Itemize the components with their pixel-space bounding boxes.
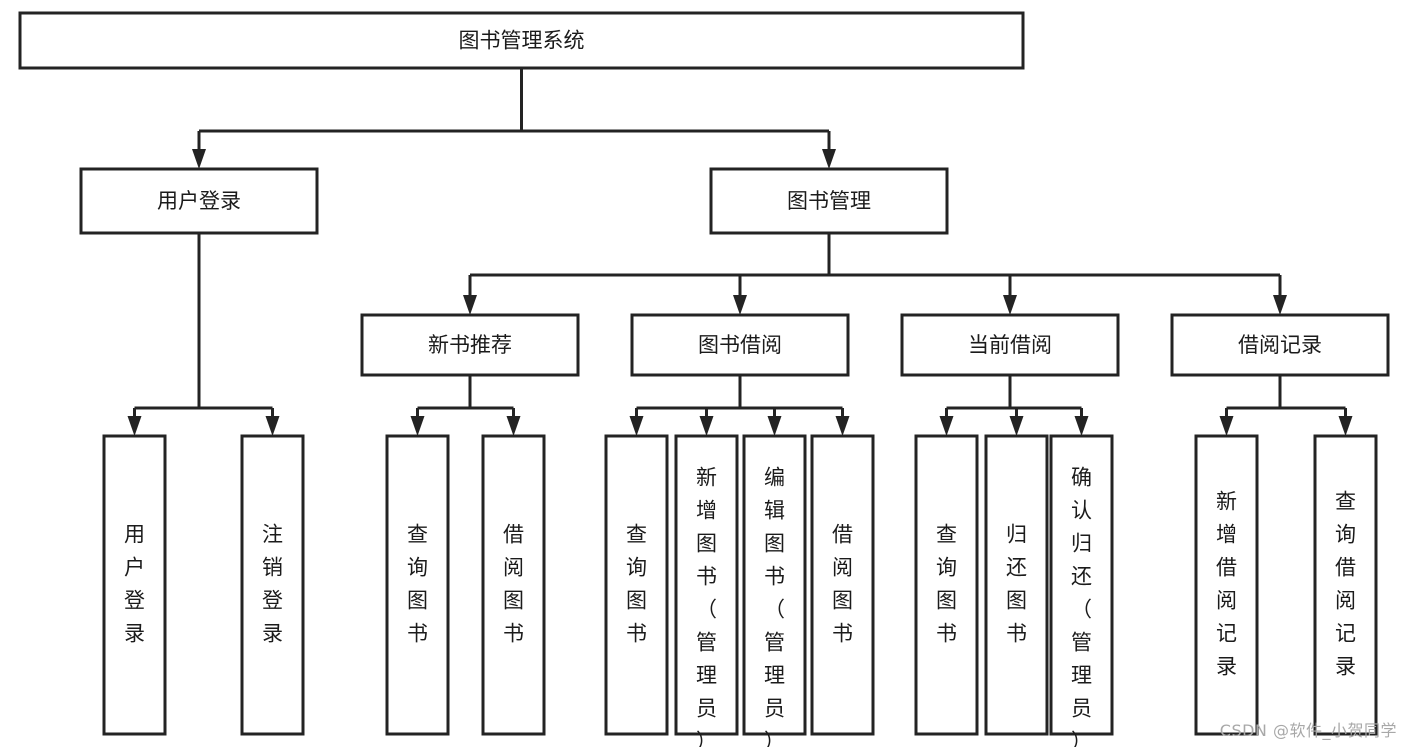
connector-layer — [127, 68, 1353, 436]
node-book-management[interactable]: 图书管理 — [709, 167, 949, 235]
node-leaf-query-book-borrow-label: 查询图书 — [626, 523, 647, 646]
node-book-borrow[interactable]: 图书借阅 — [630, 313, 850, 377]
box-layer: 图书管理系统用户登录图书管理新书推荐图书借阅当前借阅借阅记录用户登录注销登录查询… — [18, 11, 1390, 747]
arrow-head-icon — [463, 295, 477, 315]
arrow-head-icon — [192, 149, 206, 169]
node-root[interactable]: 图书管理系统 — [18, 11, 1025, 70]
node-leaf-edit-book-rect[interactable] — [742, 434, 807, 736]
arrow-head-icon — [629, 416, 644, 436]
node-leaf-borrow-book-recommend-rect[interactable] — [481, 434, 546, 736]
node-leaf-borrow-book-recommend[interactable]: 借阅图书 — [481, 434, 546, 736]
node-leaf-logout-label: 注销登录 — [262, 523, 283, 646]
node-leaf-query-book-current[interactable]: 查询图书 — [914, 434, 979, 736]
arrow-head-icon — [1009, 416, 1024, 436]
node-leaf-return-book-rect[interactable] — [984, 434, 1049, 736]
node-leaf-confirm-return[interactable]: 确认归还（管理员） — [1049, 434, 1114, 747]
arrow-head-icon — [733, 295, 747, 315]
arrow-head-icon — [127, 416, 142, 436]
node-book-management-rect[interactable] — [709, 167, 949, 235]
node-user-login-label: 用户登录 — [157, 189, 241, 213]
node-leaf-logout[interactable]: 注销登录 — [240, 434, 305, 736]
node-leaf-user-login-label: 用户登录 — [124, 523, 145, 646]
node-book-borrow-rect[interactable] — [630, 313, 850, 377]
arrow-head-icon — [410, 416, 425, 436]
node-leaf-return-book-label: 归还图书 — [1006, 523, 1027, 646]
node-new-book-recommend[interactable]: 新书推荐 — [360, 313, 580, 377]
node-leaf-add-borrow-record-rect[interactable] — [1194, 434, 1259, 736]
node-leaf-logout-rect[interactable] — [240, 434, 305, 736]
node-leaf-add-borrow-record-label: 新增借阅记录 — [1216, 490, 1237, 679]
node-leaf-user-login-rect[interactable] — [102, 434, 167, 736]
node-book-borrow-label: 图书借阅 — [698, 333, 782, 357]
node-leaf-confirm-return-rect[interactable] — [1049, 434, 1114, 736]
node-book-management-label: 图书管理 — [787, 189, 871, 213]
node-root-label: 图书管理系统 — [459, 29, 585, 53]
node-leaf-query-book-recommend-rect[interactable] — [385, 434, 450, 736]
node-leaf-query-book-recommend-label: 查询图书 — [407, 523, 428, 646]
node-leaf-borrow-book-recommend-label: 借阅图书 — [503, 523, 524, 646]
node-leaf-query-book-recommend[interactable]: 查询图书 — [385, 434, 450, 736]
arrow-head-icon — [265, 416, 280, 436]
arrow-head-icon — [506, 416, 521, 436]
arrow-head-icon — [1273, 295, 1287, 315]
arrow-head-icon — [1003, 295, 1017, 315]
node-current-borrow-rect[interactable] — [900, 313, 1120, 377]
arrow-head-icon — [1338, 416, 1353, 436]
arrow-head-icon — [1074, 416, 1089, 436]
arrow-head-icon — [939, 416, 954, 436]
node-root-rect[interactable] — [18, 11, 1025, 70]
node-leaf-return-book[interactable]: 归还图书 — [984, 434, 1049, 736]
node-borrow-record-rect[interactable] — [1170, 313, 1390, 377]
arrow-head-icon — [835, 416, 850, 436]
node-leaf-add-borrow-record[interactable]: 新增借阅记录 — [1194, 434, 1259, 736]
node-new-book-recommend-rect[interactable] — [360, 313, 580, 377]
node-leaf-query-book-current-label: 查询图书 — [936, 523, 957, 646]
node-leaf-query-borrow-record-rect[interactable] — [1313, 434, 1378, 736]
node-leaf-query-book-borrow[interactable]: 查询图书 — [604, 434, 669, 736]
arrow-head-icon — [767, 416, 782, 436]
node-leaf-borrow-book-rect[interactable] — [810, 434, 875, 736]
node-leaf-query-borrow-record[interactable]: 查询借阅记录 — [1313, 434, 1378, 736]
watermark-label: CSDN @软件_小贺同学 — [1219, 721, 1397, 740]
arrow-head-icon — [822, 149, 836, 169]
node-leaf-add-book[interactable]: 新增图书（管理员） — [674, 434, 739, 747]
node-leaf-confirm-return-label: 确认归还（管理员） — [1071, 466, 1092, 747]
node-user-login-rect[interactable] — [79, 167, 319, 235]
node-leaf-edit-book-label: 编辑图书（管理员） — [764, 466, 785, 747]
node-leaf-edit-book[interactable]: 编辑图书（管理员） — [742, 434, 807, 747]
arrow-head-icon — [1219, 416, 1234, 436]
node-borrow-record-label: 借阅记录 — [1238, 333, 1322, 357]
node-leaf-query-book-current-rect[interactable] — [914, 434, 979, 736]
node-new-book-recommend-label: 新书推荐 — [428, 333, 512, 357]
node-current-borrow-label: 当前借阅 — [968, 333, 1052, 357]
node-leaf-add-book-rect[interactable] — [674, 434, 739, 736]
node-leaf-borrow-book[interactable]: 借阅图书 — [810, 434, 875, 736]
node-leaf-add-book-label: 新增图书（管理员） — [696, 466, 717, 747]
node-borrow-record[interactable]: 借阅记录 — [1170, 313, 1390, 377]
node-current-borrow[interactable]: 当前借阅 — [900, 313, 1120, 377]
node-leaf-query-book-borrow-rect[interactable] — [604, 434, 669, 736]
node-leaf-borrow-book-label: 借阅图书 — [832, 523, 853, 646]
arrow-head-icon — [699, 416, 714, 436]
node-leaf-user-login[interactable]: 用户登录 — [102, 434, 167, 736]
node-user-login[interactable]: 用户登录 — [79, 167, 319, 235]
node-leaf-query-borrow-record-label: 查询借阅记录 — [1335, 490, 1356, 679]
